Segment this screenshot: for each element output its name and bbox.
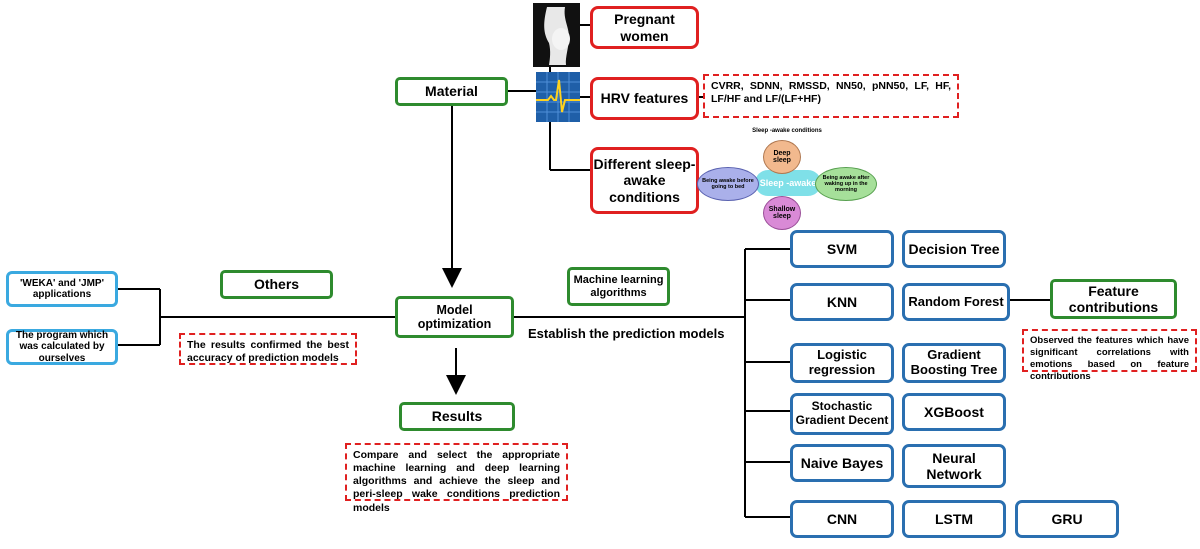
sgd-box: Stochastic Gradient Decent — [790, 393, 894, 435]
compare-note-text: Compare and select the appropriate machi… — [353, 449, 560, 514]
shallow-sleep-node: Shallow sleep — [763, 196, 801, 230]
establish-models-label: Establish the prediction models — [528, 326, 725, 341]
feature-contributions-label: Feature contributions — [1068, 282, 1159, 315]
weka-jmp-label: 'WEKA' and 'JMP' applications — [20, 277, 104, 301]
deep-sleep-node: Deep sleep — [763, 140, 801, 174]
gru-box: GRU — [1015, 500, 1119, 538]
logistic-regression-box: Logistic regression — [790, 343, 894, 383]
sleep-diagram-title: Sleep -awake conditions — [752, 128, 822, 134]
neural-network-label: Neural Network — [926, 449, 982, 482]
pregnant-women-box: Pregnant women — [590, 6, 699, 49]
ml-algorithms-label: Machine learning algorithms — [573, 273, 664, 299]
conditions-label: Different sleep-awake conditions — [593, 156, 696, 205]
after-wake-label: Being awake after waking up in the morni… — [822, 175, 870, 193]
svm-box: SVM — [790, 230, 894, 268]
logistic-regression-label: Logistic regression — [808, 347, 876, 377]
random-forest-box: Random Forest — [902, 283, 1010, 321]
lstm-label: LSTM — [934, 510, 974, 527]
results-confirmed-text: The results confirmed the best accuracy … — [187, 339, 349, 365]
material-label: Material — [425, 83, 478, 100]
naive-bayes-box: Naive Bayes — [790, 444, 894, 482]
hrv-features-list-note: CVRR, SDNN, RMSSD, NN50, pNN50, LF, HF, … — [703, 74, 959, 118]
sleep-awake-center: Sleep -awake — [755, 170, 821, 196]
cnn-box: CNN — [790, 500, 894, 538]
feature-note: Observed the features which have signifi… — [1022, 329, 1197, 382]
lstm-box: LSTM — [902, 500, 1006, 538]
feature-note-text: Observed the features which have signifi… — [1030, 335, 1189, 382]
pregnant-woman-icon — [533, 3, 580, 67]
neural-network-box: Neural Network — [902, 444, 1006, 488]
results-confirmed-note: The results confirmed the best accuracy … — [179, 333, 357, 365]
sleep-awake-diagram: Sleep -awake conditions Sleep -awake Dee… — [697, 126, 877, 232]
ml-algorithms-box: Machine learning algorithms — [567, 267, 670, 306]
weka-jmp-box: 'WEKA' and 'JMP' applications — [6, 271, 118, 307]
after-wake-node: Being awake after waking up in the morni… — [815, 167, 877, 201]
feature-contributions-box: Feature contributions — [1050, 279, 1177, 319]
model-optimization-box: Model optimization — [395, 296, 514, 338]
material-box: Material — [395, 77, 508, 106]
random-forest-label: Random Forest — [908, 293, 1004, 309]
naive-bayes-label: Naive Bayes — [800, 454, 884, 471]
decision-tree-label: Decision Tree — [908, 240, 1000, 257]
results-label: Results — [431, 408, 483, 425]
pregnant-women-label: Pregnant women — [614, 11, 675, 44]
cnn-label: CNN — [826, 510, 858, 527]
knn-label: KNN — [826, 293, 858, 310]
deep-sleep-label: Deep sleep — [773, 150, 791, 164]
others-label: Others — [253, 276, 300, 293]
hrv-features-label: HRV features — [600, 90, 689, 107]
model-optimization-label: Model optimization — [417, 302, 492, 331]
svm-label: SVM — [826, 240, 858, 257]
before-bed-node: Being awake before going to bed — [697, 167, 759, 201]
hrv-features-box: HRV features — [590, 77, 699, 120]
others-box: Others — [220, 270, 333, 299]
hrv-features-list: CVRR, SDNN, RMSSD, NN50, pNN50, LF, HF, … — [711, 80, 951, 106]
sgd-label: Stochastic Gradient Decent — [795, 399, 889, 427]
decision-tree-box: Decision Tree — [902, 230, 1006, 268]
before-bed-label: Being awake before going to bed — [702, 178, 754, 190]
own-program-label: The program which was calculated by ours… — [15, 329, 109, 364]
gradient-boosting-box: Gradient Boosting Tree — [902, 343, 1006, 383]
results-box: Results — [399, 402, 515, 431]
xgboost-label: XGBoost — [924, 403, 984, 420]
gradient-boosting-label: Gradient Boosting Tree — [910, 347, 998, 377]
compare-note: Compare and select the appropriate machi… — [345, 443, 568, 514]
xgboost-box: XGBoost — [902, 393, 1006, 431]
shallow-sleep-label: Shallow sleep — [768, 206, 796, 220]
sleep-awake-center-label: Sleep -awake — [759, 178, 817, 188]
knn-box: KNN — [790, 283, 894, 321]
ecg-icon — [536, 72, 580, 122]
conditions-box: Different sleep-awake conditions — [590, 147, 699, 214]
gru-label: GRU — [1051, 510, 1083, 527]
own-program-box: The program which was calculated by ours… — [6, 329, 118, 365]
